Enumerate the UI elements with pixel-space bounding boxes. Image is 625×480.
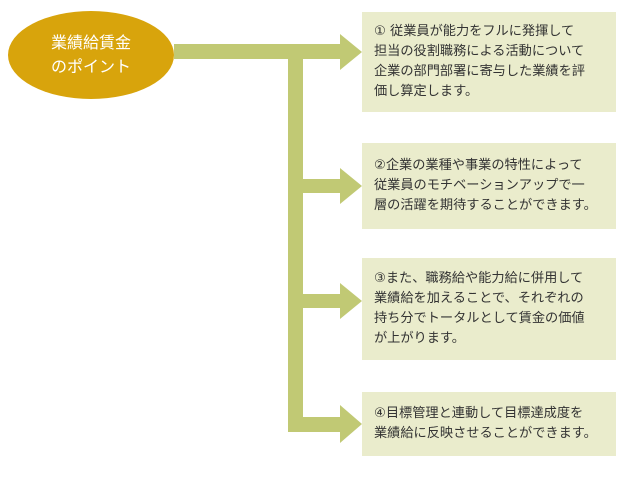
arrow-3	[340, 283, 362, 319]
connector-trunk	[174, 44, 342, 59]
connector-branch-4	[288, 417, 342, 432]
point-3-line-3: 持ち分でトータルとして賃金の価値	[374, 311, 585, 326]
arrow-4	[340, 405, 362, 443]
point-box-2: ②企業の業種や事業の特性によって 従業員のモチベーションアップで一 層の活躍を期…	[362, 143, 616, 229]
connector-branch-3	[303, 294, 342, 308]
arrow-2	[340, 168, 362, 204]
point-text-4: ④目標管理と連動して目標達成度を 業績給に反映させることができます。	[374, 404, 597, 444]
point-2-line-3: 層の活躍を期待することができます。	[374, 198, 597, 213]
point-box-3: ③また、職務給や能力給に併用して 業績給を加えることで、それぞれの 持ち分でトー…	[362, 258, 616, 360]
point-box-1: ① 従業員が能力をフルに発揮して 担当の役割職務による活動について 企業の部門部…	[362, 12, 616, 112]
connector-branch-2	[303, 179, 342, 193]
point-3-line-2: 業績給を加えることで、それぞれの	[374, 291, 584, 306]
title-oval: 業績給賃金 のポイント	[8, 11, 174, 99]
point-1-line-1: ① 従業員が能力をフルに発揮して	[374, 24, 575, 39]
point-4-line-1: ④目標管理と連動して目標達成度を	[374, 406, 584, 421]
title-line-2: のポイント	[50, 57, 131, 76]
point-text-2: ②企業の業種や事業の特性によって 従業員のモチベーションアップで一 層の活躍を期…	[374, 156, 597, 216]
connector-spine	[288, 59, 303, 432]
title-line-1: 業績給賃金	[50, 33, 131, 52]
point-text-1: ① 従業員が能力をフルに発揮して 担当の役割職務による活動について 企業の部門部…	[374, 22, 585, 102]
point-1-line-4: 価し算定します。	[374, 84, 479, 99]
point-1-line-3: 企業の部門部署に寄与した業績を評	[374, 64, 585, 79]
point-3-line-4: が上がります。	[374, 331, 465, 346]
point-2-line-2: 従業員のモチベーションアップで一	[374, 178, 585, 193]
arrow-1	[340, 34, 362, 70]
point-box-4: ④目標管理と連動して目標達成度を 業績給に反映させることができます。	[362, 392, 616, 456]
point-4-line-2: 業績給に反映させることができます。	[374, 426, 597, 441]
point-3-line-1: ③また、職務給や能力給に併用して	[374, 271, 584, 286]
point-text-3: ③また、職務給や能力給に併用して 業績給を加えることで、それぞれの 持ち分でトー…	[374, 269, 585, 349]
point-2-line-1: ②企業の業種や事業の特性によって	[374, 158, 583, 173]
point-1-line-2: 担当の役割職務による活動について	[374, 44, 585, 59]
